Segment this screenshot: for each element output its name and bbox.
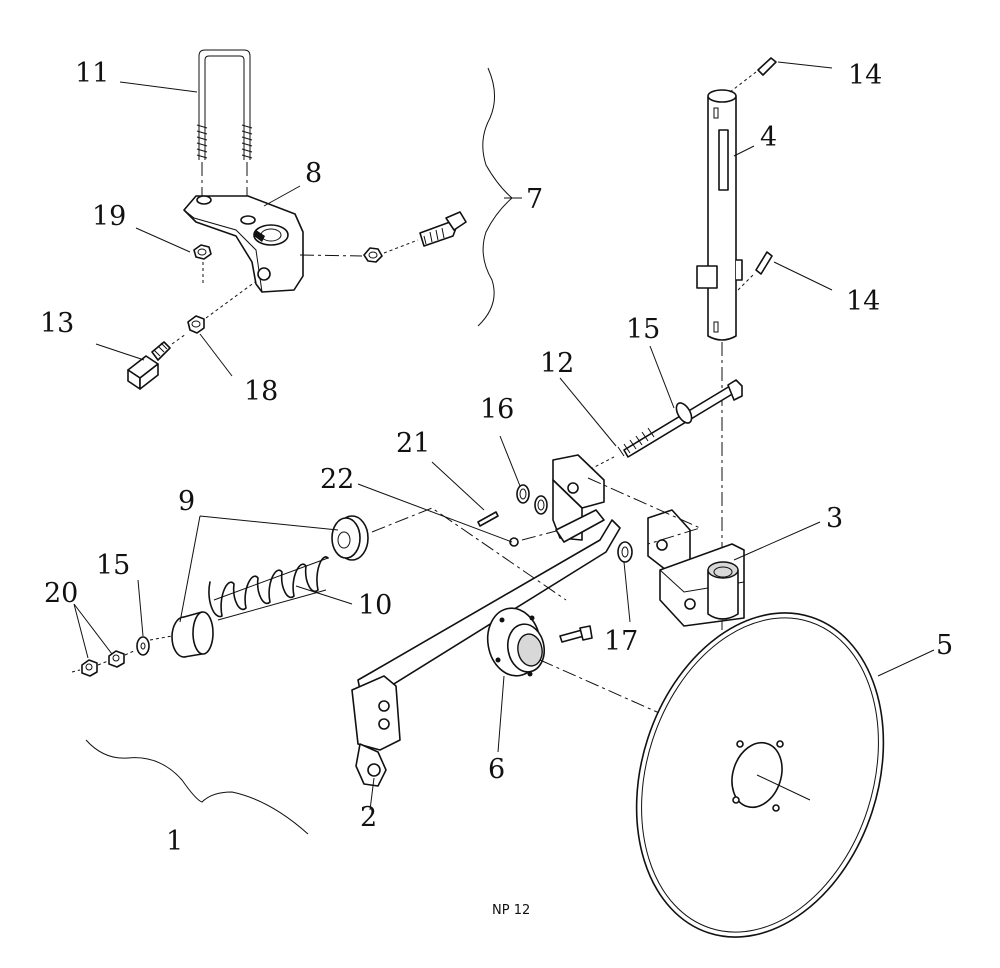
- cotter-pin: [477, 511, 499, 527]
- callout-7: 7: [526, 184, 543, 215]
- frame-bracket: [552, 454, 745, 627]
- callout-8: 8: [305, 158, 322, 189]
- callout-10: 10: [358, 590, 392, 621]
- gauge-wheel-disc: [635, 612, 885, 938]
- callout-5: 5: [936, 630, 953, 661]
- callout-20: 20: [44, 578, 78, 609]
- roll-pin-top: [729, 57, 777, 93]
- compression-spring: [208, 556, 329, 621]
- set-screw-and-nut: [363, 211, 467, 263]
- u-bolt: [196, 49, 253, 222]
- callout-18: 18: [244, 376, 278, 407]
- arm-shaft: [696, 89, 743, 630]
- callout-14-top: 14: [848, 60, 882, 91]
- callout-22: 22: [320, 464, 354, 495]
- washer: [136, 636, 150, 656]
- washer-17: [617, 541, 633, 563]
- spring-rod-pin: [509, 529, 561, 547]
- callout-17: 17: [604, 626, 638, 657]
- callout-15-lower: 15: [96, 550, 130, 581]
- callout-3: 3: [826, 503, 843, 534]
- callout-12: 12: [540, 348, 574, 379]
- callout-6: 6: [488, 754, 505, 785]
- callout-9: 9: [178, 486, 195, 517]
- bracket: [183, 195, 304, 293]
- callout-2: 2: [360, 802, 377, 833]
- gauge-wheel-arm: [351, 509, 621, 787]
- spring-cup-rear: [331, 507, 567, 601]
- spring-cup-front: [149, 611, 214, 658]
- callout-13: 13: [40, 308, 74, 339]
- nut: [193, 244, 212, 260]
- callout-21: 21: [396, 428, 430, 459]
- callout-11: 11: [75, 58, 109, 89]
- pivot-bolt: [584, 379, 743, 473]
- callout-19: 19: [92, 201, 126, 232]
- wheel-hub: [486, 607, 721, 741]
- callout-1: 1: [166, 826, 183, 857]
- callout-14-lower: 14: [846, 286, 880, 317]
- group-brace: [477, 67, 513, 327]
- callout-16: 16: [480, 394, 514, 425]
- washer-16: [516, 484, 548, 515]
- group-brace-lower: [85, 739, 309, 835]
- mounting-bracket-assembly: [127, 49, 513, 390]
- callout-15-upper: 15: [626, 314, 660, 345]
- roll-pin-lower: [737, 251, 773, 291]
- jam-nuts: [71, 649, 137, 677]
- set-screw-and-jam-nut: [127, 281, 256, 390]
- callout-labels: 11 8 19 7 13 18 14 4 14 15 12 16 21 22 9…: [40, 58, 953, 918]
- drawing-code: NP 12: [492, 903, 530, 918]
- leader-lines: [73, 61, 935, 811]
- callout-4: 4: [760, 122, 777, 153]
